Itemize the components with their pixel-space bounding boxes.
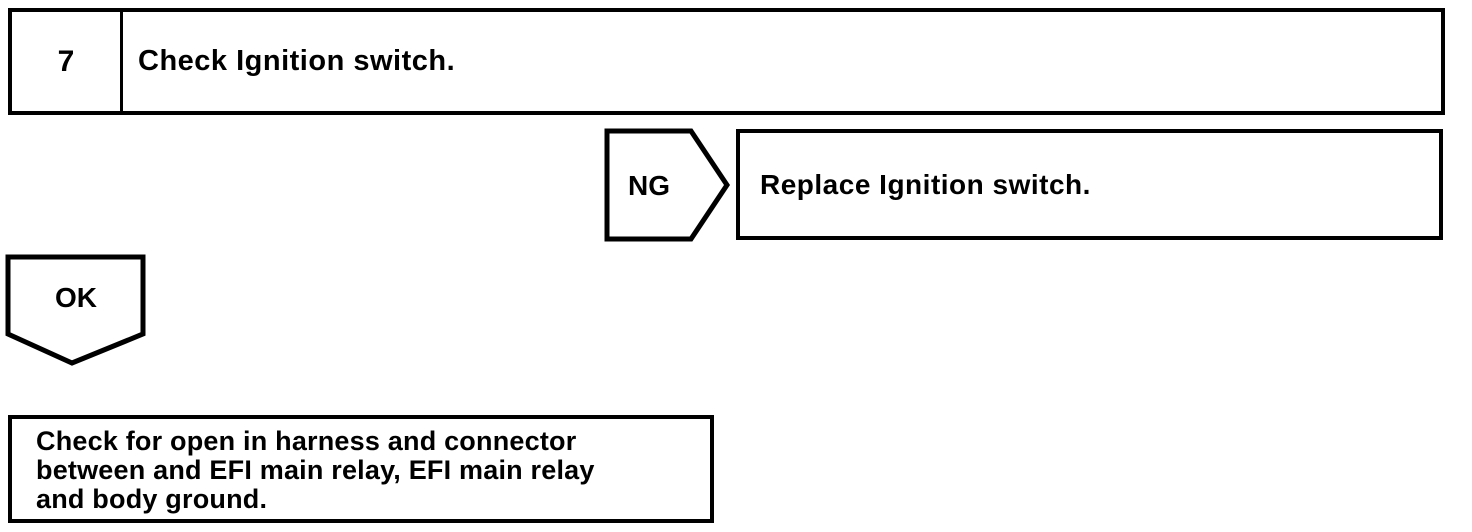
step-instruction-label: Check Ignition switch. xyxy=(138,45,456,77)
ok-result-box: Check for open in harness and connector … xyxy=(8,415,714,523)
ng-pentagon-shape xyxy=(604,128,731,242)
ok-result-line: between and EFI main relay, EFI main rel… xyxy=(36,455,595,485)
ng-result-label: Replace Ignition switch. xyxy=(760,168,1091,200)
step-box: 7 Check Ignition switch. xyxy=(8,8,1445,115)
ng-connector-arrow: NG xyxy=(604,128,731,242)
ok-result-line: Check for open in harness and connector xyxy=(36,426,577,456)
ok-result-line: and body ground. xyxy=(36,484,268,514)
ng-connector-label: NG xyxy=(628,170,670,201)
ng-result-box: Replace Ignition switch. xyxy=(736,129,1443,240)
ok-connector-label: OK xyxy=(55,282,97,313)
ok-connector-arrow: OK xyxy=(5,254,146,366)
ok-result-text: Check for open in harness and connector … xyxy=(12,419,605,514)
ok-pentagon-shape xyxy=(5,254,146,366)
step-number: 7 xyxy=(12,12,123,111)
